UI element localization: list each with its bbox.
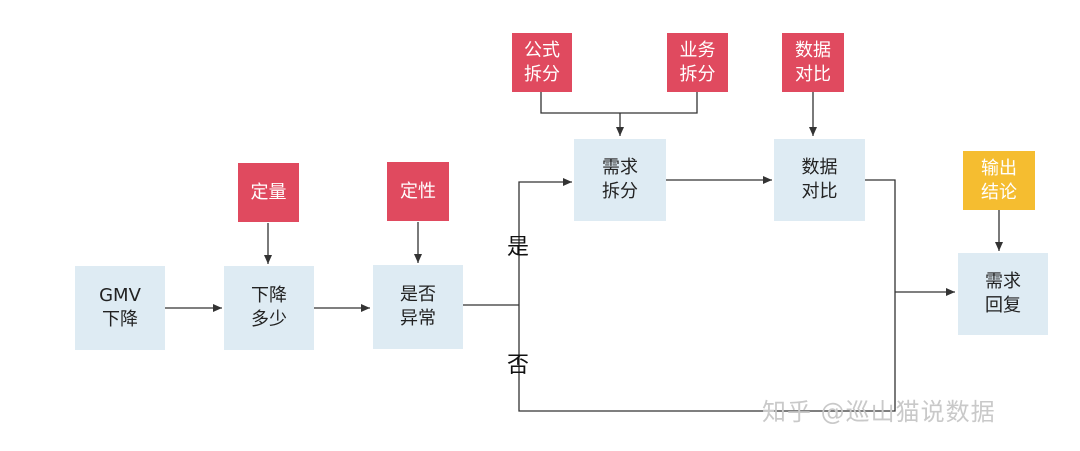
node-is-abnormal: 是否 异常 bbox=[373, 265, 463, 349]
label-yes: 是 bbox=[507, 235, 530, 260]
watermark: 知乎 @巡山猫说数据 bbox=[762, 398, 996, 426]
node-req-split: 需求 拆分 bbox=[574, 139, 666, 221]
tag-output-conclusion: 输出 结论 bbox=[963, 151, 1035, 210]
edge-yes-to-split bbox=[518, 178, 572, 305]
node-req-reply: 需求 回复 bbox=[958, 253, 1048, 335]
tag-data-compare: 数据 对比 bbox=[782, 33, 844, 92]
node-drop-amount: 下降 多少 bbox=[224, 266, 314, 350]
edge-compare-to-reply bbox=[865, 179, 896, 292]
tag-qualitative: 定性 bbox=[387, 162, 449, 221]
tag-quantitative: 定量 bbox=[238, 163, 299, 222]
edge-no-to-reply bbox=[518, 292, 896, 412]
label-no: 否 bbox=[507, 353, 530, 378]
node-data-compare: 数据 对比 bbox=[774, 139, 865, 221]
edge-formula-split-down bbox=[540, 92, 698, 114]
tag-formula-split: 公式 拆分 bbox=[512, 33, 572, 92]
node-gmv-drop: GMV 下降 bbox=[75, 266, 165, 350]
tag-business-split: 业务 拆分 bbox=[667, 33, 728, 92]
